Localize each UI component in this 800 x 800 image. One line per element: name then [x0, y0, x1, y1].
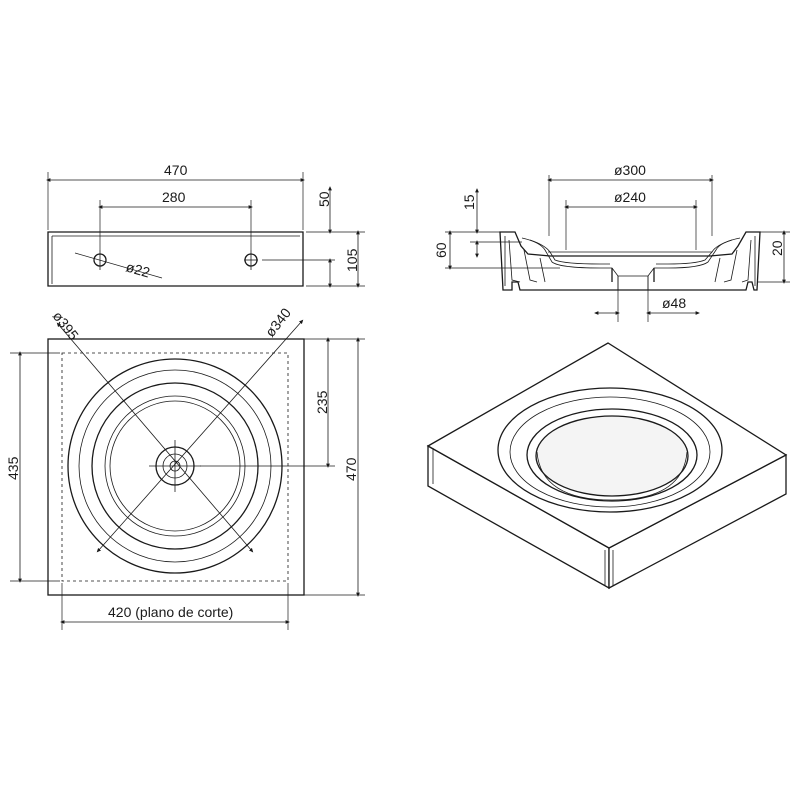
front-view: ø22 470 280 50 105	[46, 162, 365, 288]
hole-spacing-label: 280	[162, 189, 186, 205]
height-label: 105	[344, 248, 360, 272]
outer-diameter-label: ø300	[614, 162, 646, 178]
plan-view: ø395 ø340 235 470 435 420 (plano de cort…	[5, 305, 365, 630]
drain-diameter-label: ø48	[662, 295, 686, 311]
inner-diameter-label: ø240	[614, 189, 646, 205]
center-offset-label: 235	[314, 390, 330, 414]
diameter-outer-label: ø395	[50, 308, 82, 343]
section-view: ø300 ø240 15 60 20 ø48	[433, 162, 790, 322]
isometric-view	[426, 342, 788, 590]
rim-depth-label: 15	[461, 194, 477, 210]
inner-height-label: 435	[5, 456, 21, 480]
outer-height-label: 470	[343, 457, 359, 481]
top-height-label: 50	[316, 191, 332, 207]
total-depth-label: 60	[433, 242, 449, 258]
cut-plane-label: 420 (plano de corte)	[108, 604, 233, 620]
hole-diameter-label: ø22	[124, 259, 152, 281]
width-label: 470	[164, 162, 188, 178]
bowl-depth-label: 20	[769, 240, 785, 256]
diameter-inner-label: ø340	[262, 305, 294, 340]
